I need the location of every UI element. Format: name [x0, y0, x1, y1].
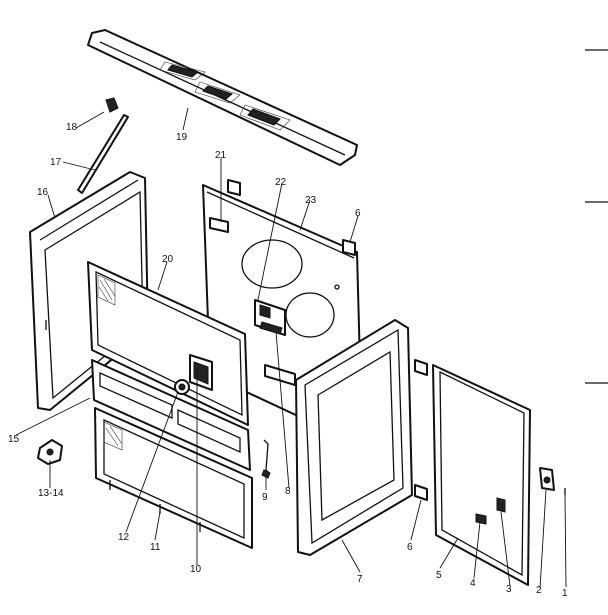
callout-3: 3 [506, 584, 512, 595]
callout-15: 15 [8, 434, 20, 445]
callout-5: 5 [436, 570, 442, 581]
callout-11: 11 [150, 542, 161, 553]
callout-13-14: 13-14 [38, 488, 64, 499]
callout-9: 9 [262, 492, 268, 503]
callout-7: 7 [357, 574, 363, 585]
callout-1: 1 [562, 588, 568, 599]
callout-21: 21 [215, 150, 227, 161]
door-panel-part [432, 364, 531, 586]
callout-19: 19 [176, 132, 188, 143]
bracket-assembly-part [254, 299, 286, 336]
callout-6-bottom: 6 [407, 542, 413, 553]
callout-18: 18 [66, 122, 78, 133]
tab-brackets-part [414, 359, 428, 501]
callout-23: 23 [305, 195, 317, 206]
front-frame-part [295, 319, 413, 556]
burner-front-part [91, 359, 251, 471]
top-cover-part [87, 29, 358, 166]
callout-16: 16 [37, 187, 49, 198]
small-clips-part [261, 439, 271, 479]
heat-exchanger-panel-part [87, 261, 249, 426]
margin-ticks [585, 49, 608, 384]
callout-8: 8 [285, 486, 291, 497]
callout-17: 17 [50, 157, 62, 168]
callout-20: 20 [162, 254, 174, 265]
callout-2: 2 [536, 585, 542, 596]
valve-part [37, 439, 63, 465]
callout-4: 4 [470, 578, 476, 589]
callout-12: 12 [118, 532, 130, 543]
callout-10: 10 [190, 564, 202, 575]
callout-labels: 18 17 19 16 21 22 23 6 20 15 13-14 12 11… [8, 122, 568, 599]
door-hardware-part [475, 467, 566, 525]
leader-lines [15, 107, 567, 589]
handle-rod-part [77, 97, 129, 194]
callout-22: 22 [275, 177, 287, 188]
callout-6-top: 6 [355, 208, 361, 219]
